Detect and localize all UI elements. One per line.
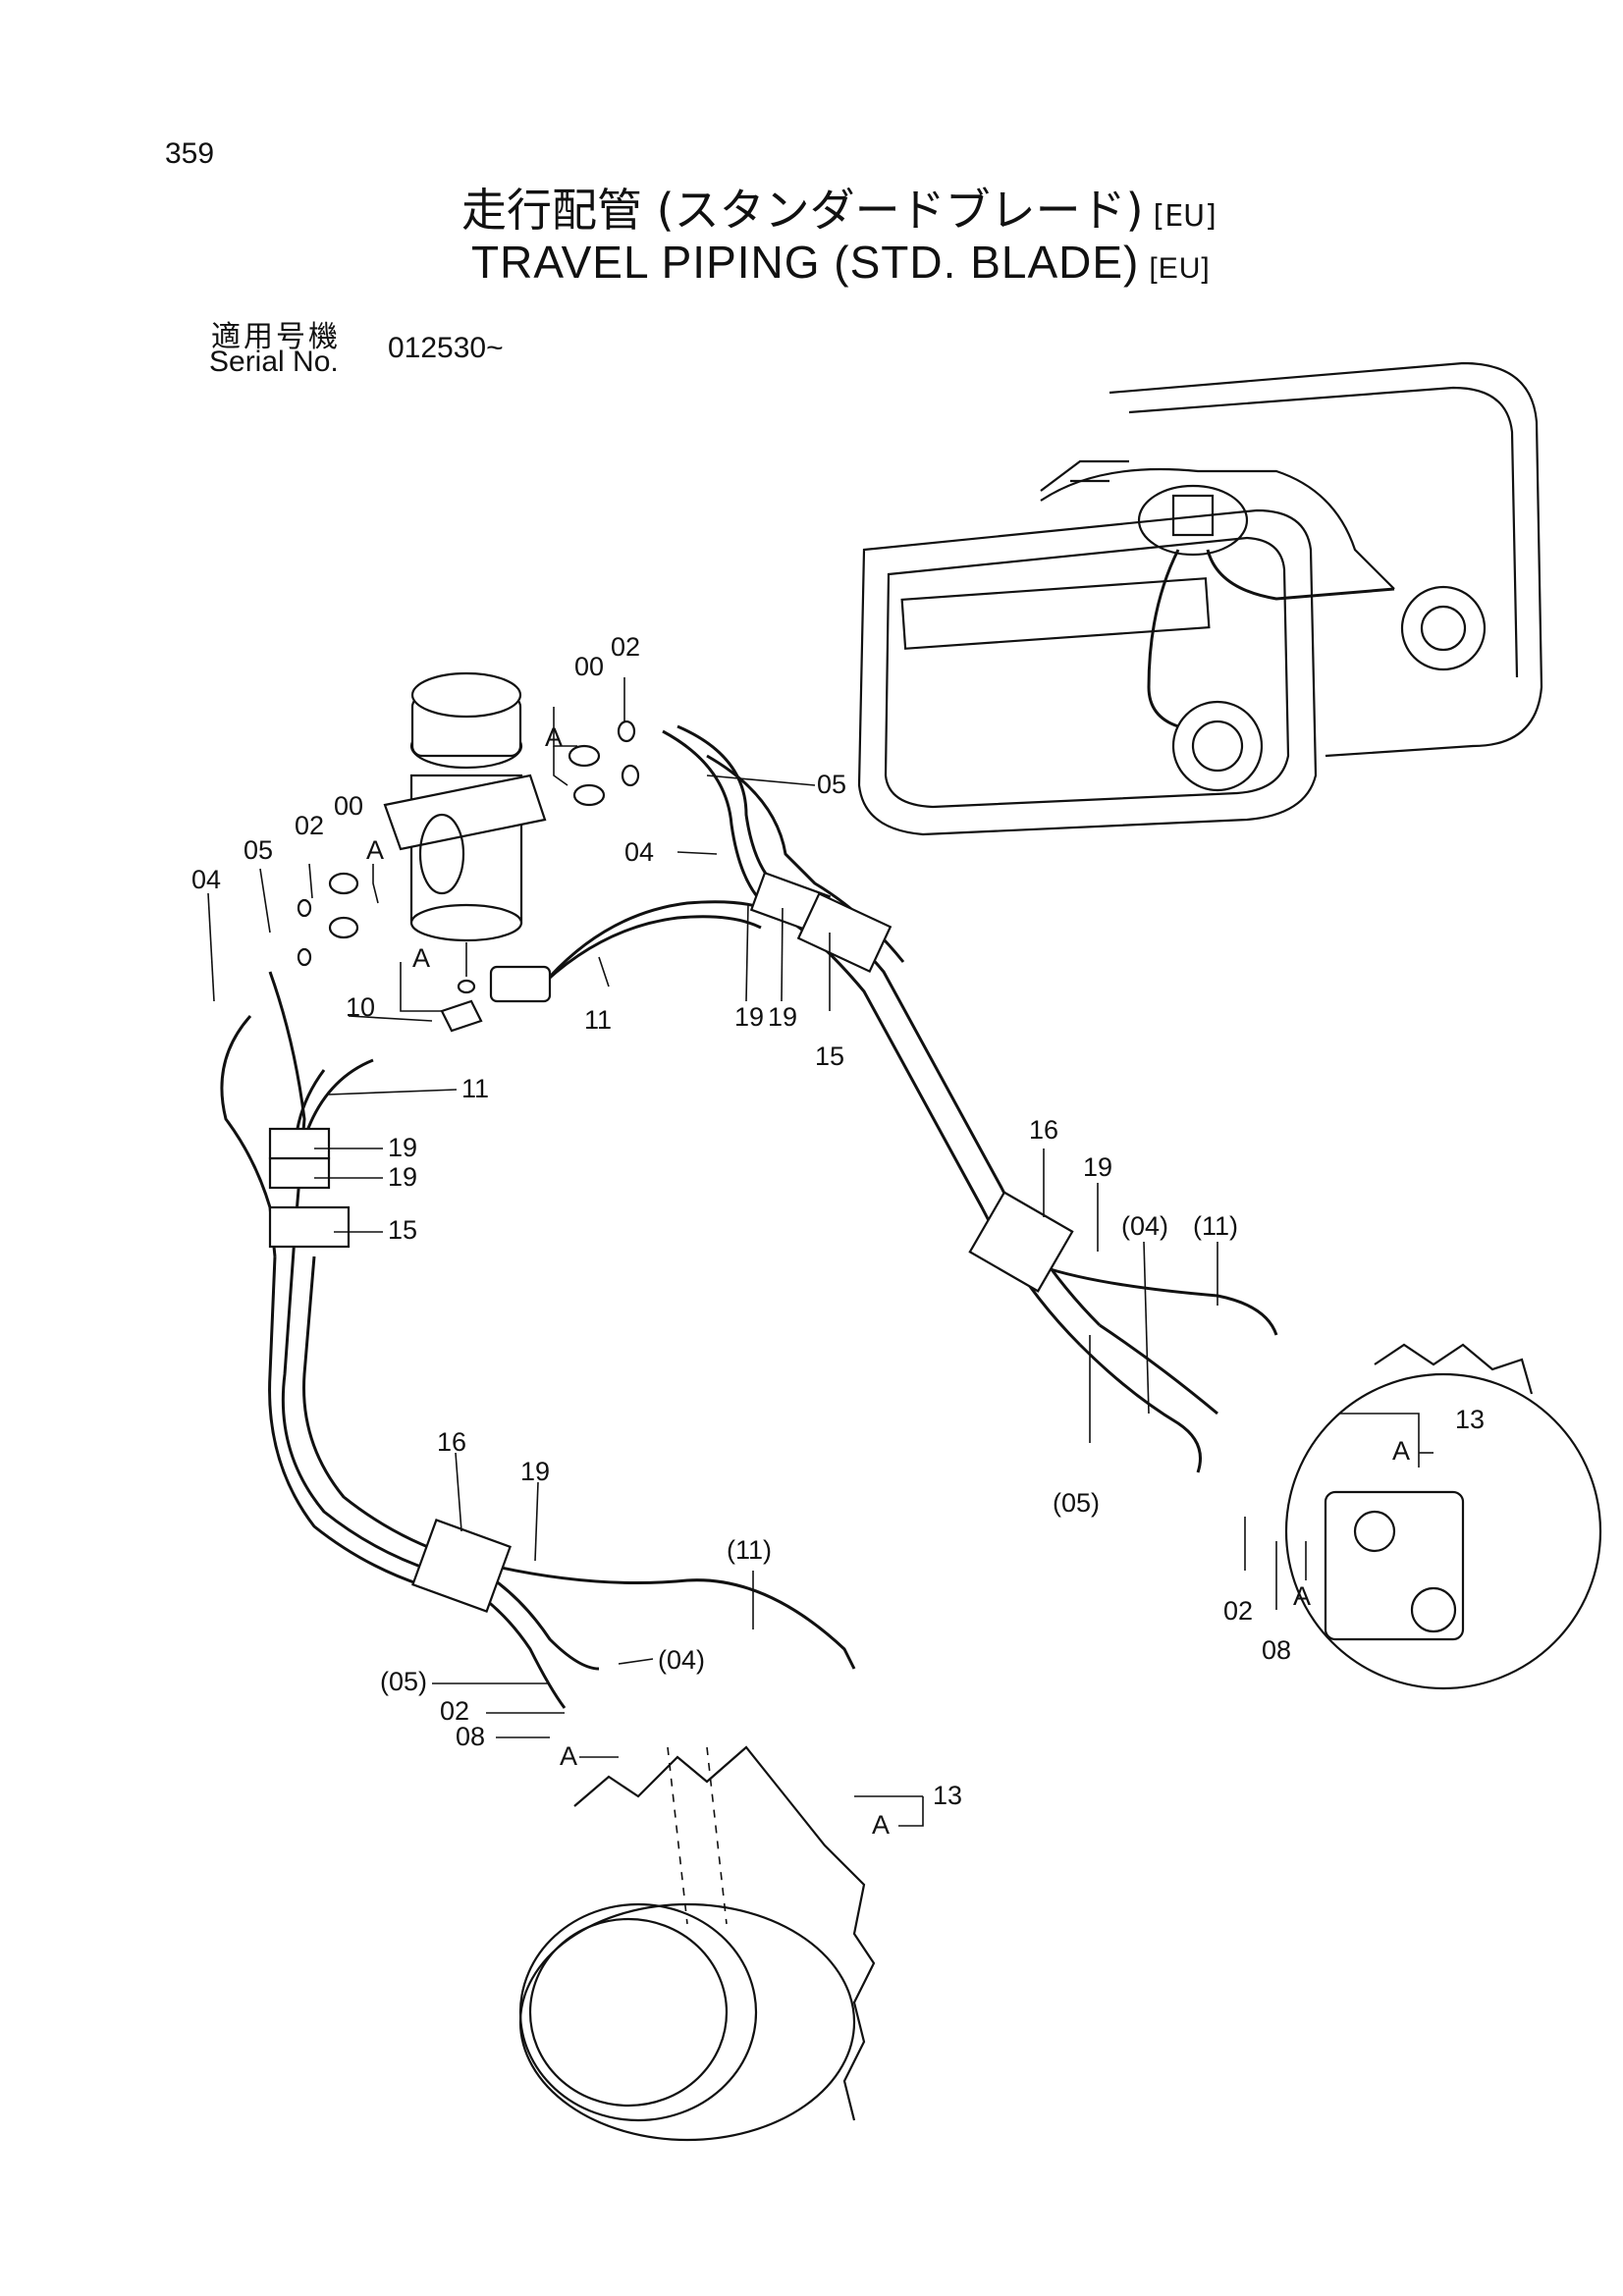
- callout-11-right: (11): [1193, 1211, 1238, 1241]
- leader-lines: [207, 677, 1434, 1827]
- callout-a-left: A: [366, 835, 384, 865]
- callout-04-left: 04: [191, 865, 221, 894]
- undercarriage-overview-inset: [857, 361, 1543, 836]
- callout-11-left: 11: [461, 1074, 489, 1103]
- page-number: 359: [165, 137, 215, 170]
- callout-19-left-b: 19: [388, 1162, 417, 1192]
- callout-a-top: A: [545, 722, 563, 752]
- serial-label-english: Serial No.: [209, 346, 339, 378]
- right-travel-motor: [1284, 1343, 1602, 1690]
- region-tag-en: [EU]: [1149, 252, 1211, 285]
- callout-19-upper-b: 19: [768, 1002, 797, 1032]
- callout-13-right: 13: [1455, 1405, 1485, 1434]
- title-en-text: TRAVEL PIPING (STD. BLADE): [471, 237, 1140, 288]
- title-english: TRAVEL PIPING (STD. BLADE) [EU]: [471, 236, 1211, 289]
- callout-19-upper-a: 19: [734, 1002, 764, 1032]
- callout-a-right-lower: A: [1293, 1581, 1311, 1611]
- callout-11-lower: (11): [727, 1535, 772, 1565]
- callout-a-tee: A: [412, 943, 430, 973]
- left-travel-motor: [518, 1745, 876, 2142]
- callout-08-lower: 08: [456, 1722, 485, 1751]
- serial-number-value: 012530~: [388, 332, 504, 364]
- callout-02-right: 02: [1223, 1596, 1253, 1626]
- callout-16-right: 16: [1029, 1115, 1058, 1145]
- region-tag-ja: [EU]: [1153, 199, 1217, 234]
- callout-15-upper: 15: [815, 1041, 844, 1071]
- title-ja-text: 走行配管 (スタンダードブレード): [461, 184, 1144, 237]
- callout-04-upper: 04: [624, 837, 654, 867]
- callout-13-lower: 13: [933, 1781, 962, 1810]
- callout-08-right: 08: [1262, 1635, 1291, 1665]
- callout-00-top: 00: [574, 652, 604, 681]
- callout-04-right: (04): [1121, 1211, 1168, 1241]
- callout-05-right: (05): [1053, 1488, 1100, 1518]
- callout-02-left: 02: [295, 811, 324, 840]
- callout-15-left: 15: [388, 1215, 417, 1245]
- callout-19-left-a: 19: [388, 1133, 417, 1162]
- callout-04-lower: (04): [658, 1645, 705, 1675]
- callout-19-lower: 19: [520, 1457, 550, 1486]
- callout-02-lower: 02: [440, 1696, 469, 1726]
- callout-00-left: 00: [334, 791, 363, 821]
- callout-05-lower: (05): [380, 1667, 427, 1696]
- swivel-fittings: [297, 720, 640, 1033]
- callout-05-left: 05: [243, 835, 273, 865]
- title-japanese: 走行配管 (スタンダードブレード) [EU]: [461, 175, 1217, 240]
- center-swivel-joint: [383, 671, 547, 977]
- callout-02-top: 02: [611, 632, 640, 662]
- callout-labels: 00 02 A 00 02 A 05 04 A 10 11 11 05 04 1…: [191, 632, 1485, 1840]
- callout-11-upper: 11: [584, 1005, 612, 1035]
- callout-a-right-upper: A: [1392, 1436, 1410, 1466]
- callout-a-lower-right: A: [872, 1810, 890, 1840]
- callout-19-right: 19: [1083, 1152, 1112, 1182]
- callout-05-upper: 05: [817, 770, 846, 799]
- callout-a-lower-left: A: [560, 1741, 577, 1771]
- serial-label-japanese: 適用号機: [211, 320, 341, 354]
- callout-10: 10: [346, 992, 375, 1022]
- callout-16-lower: 16: [437, 1427, 466, 1457]
- clamps-and-grommets: [268, 871, 1074, 1613]
